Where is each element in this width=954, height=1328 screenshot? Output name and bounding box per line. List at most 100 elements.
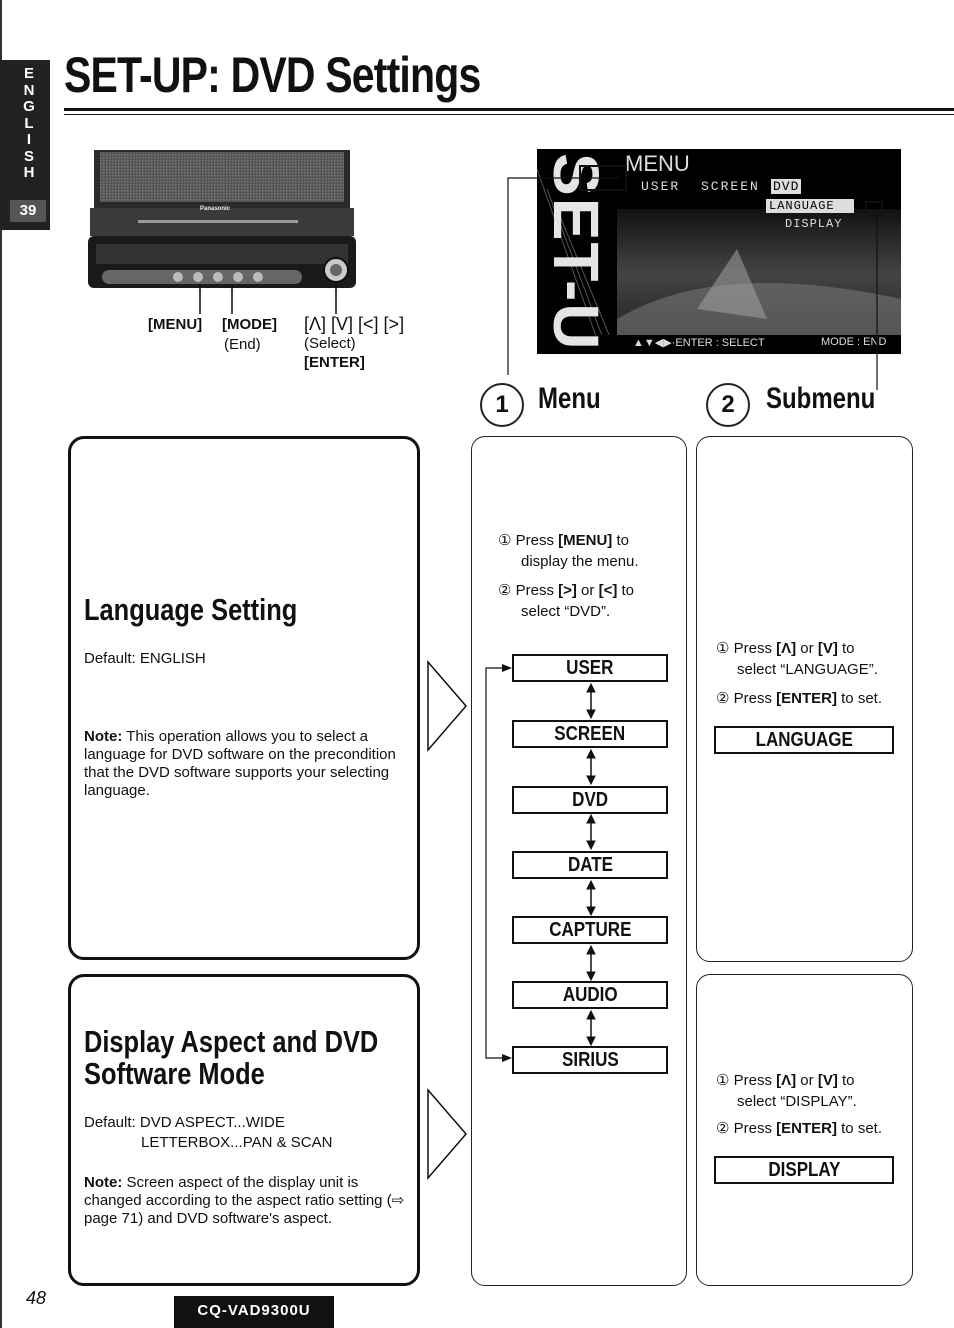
submenu-heading: Submenu (766, 382, 876, 415)
submenu-item-label: LANGUAGE (755, 729, 853, 751)
note-label: Note: (84, 728, 123, 745)
screen-menu-title: MENU (625, 151, 690, 176)
screen-tab-user: USER (641, 179, 681, 194)
mode-key-sublabel: (End) (224, 336, 261, 353)
tab-letter: H (23, 164, 35, 181)
step-text: display the menu. (521, 553, 639, 570)
step-text: to (837, 1072, 855, 1089)
submenu-display-step-2: ② Press [ENTER] to set. (716, 1118, 906, 1139)
step-number: ① (498, 532, 512, 549)
language-note-text: This operation allows you to select a la… (84, 728, 396, 799)
device-button-labels: [MENU] [MODE] (End) [Λ] [V] [<] [>] (Sel… (148, 314, 448, 374)
step-text: or (796, 1072, 818, 1089)
menu-item-label: CAPTURE (548, 919, 632, 941)
tab-letter: S (23, 147, 34, 165)
menu-item-user: USER (512, 654, 668, 682)
step-1-badge: 1 (480, 383, 524, 427)
submenu-item-display: DISPLAY (714, 1156, 894, 1184)
tab-letter: I (26, 131, 32, 148)
up-key: [Λ] (776, 1072, 797, 1089)
note-label: Note: (84, 1174, 123, 1191)
menu-item-label: USER (566, 657, 614, 679)
step-2-badge: 2 (706, 383, 750, 427)
menu-item-audio: AUDIO (512, 981, 668, 1009)
screen-tab-screen: SCREEN (701, 179, 760, 194)
screen-submenu-display: DISPLAY (785, 217, 843, 231)
menu-heading: Menu (538, 382, 601, 415)
menu-item-dvd: DVD (512, 786, 668, 814)
section-number: 39 (10, 200, 46, 222)
step-text: or (576, 582, 599, 599)
step-text: Press (733, 640, 777, 657)
menu-loop-bracket (485, 664, 512, 1062)
menu-item-label: SCREEN (554, 723, 626, 745)
down-key: [V] (817, 640, 838, 657)
submenu-item-label: DISPLAY (767, 1159, 841, 1181)
step-text: Press (515, 582, 559, 599)
submenu-item-language: LANGUAGE (714, 726, 894, 754)
title-rule (64, 108, 954, 111)
down-key: [V] (817, 1072, 838, 1089)
select-keys-label: [Λ] [V] [<] [>] (304, 314, 405, 334)
screen-tab-dvd: DVD (771, 179, 802, 194)
language-tab-letters: E N G L I S H (12, 65, 46, 182)
menu-step-2: ② Press [>] or [<] to select “DVD”. (498, 580, 678, 622)
step-number: ① (716, 1072, 730, 1089)
menu-step-1: ① Press [MENU] to display the menu. (498, 530, 678, 572)
model-badge: CQ-VAD9300U (174, 1296, 334, 1328)
menu-item-date: DATE (512, 851, 668, 879)
menu-item-label: DVD (572, 789, 608, 811)
menu-screen-image: SET-UP MENU USER SCREEN DVD LANGUAGE DIS… (537, 149, 901, 354)
display-note: Note: Screen aspect of the display unit … (84, 1174, 409, 1228)
pointer-arrow-language (427, 660, 467, 752)
menu-item-label: AUDIO (562, 984, 618, 1006)
tab-letter: N (23, 81, 35, 99)
display-aspect-heading-line2: Software Mode (84, 1056, 265, 1091)
step-text: Press (733, 690, 777, 707)
menu-item-capture: CAPTURE (512, 916, 668, 944)
step-text: to (617, 582, 635, 599)
step-text: select “DISPLAY”. (737, 1093, 857, 1110)
screen-footer-select: ▲▼◀▶·ENTER : SELECT (633, 337, 765, 349)
screen-submenu-language: LANGUAGE (769, 199, 835, 213)
device-leader-lines (199, 290, 337, 314)
menu-updown-arrows (586, 682, 596, 1047)
display-note-text: Screen aspect of the display unit is cha… (84, 1174, 405, 1227)
submenu-display-panel (696, 974, 913, 1286)
tab-letter: E (23, 65, 34, 82)
updown-arrow-icon (586, 682, 596, 1047)
step-text: Press (515, 532, 559, 549)
step-text: to (612, 532, 629, 549)
screen-background (537, 168, 901, 354)
menu-item-label: DATE (567, 854, 613, 876)
display-default-line2: LETTERBOX...PAN & SCAN (141, 1134, 333, 1151)
step-number: ② (498, 582, 512, 599)
page-number: 48 (26, 1288, 47, 1308)
enter-key-label: [ENTER] (304, 354, 365, 371)
step-text: Press (733, 1120, 777, 1137)
language-note: Note: This operation allows you to selec… (84, 728, 414, 800)
step-text: Press (733, 1072, 777, 1089)
language-setting-panel (68, 436, 420, 960)
menu-key-label: [MENU] (148, 316, 203, 333)
display-default-line1: Default: DVD ASPECT...WIDE (84, 1114, 285, 1131)
enter-key: [ENTER] (776, 690, 837, 707)
language-default: Default: ENGLISH (84, 650, 206, 667)
tab-letter: G (23, 98, 35, 115)
title-rule-thin (64, 114, 954, 115)
step-text: or (796, 640, 818, 657)
screen-callout-lines (507, 165, 883, 390)
step-text: select “LANGUAGE”. (737, 661, 878, 678)
submenu-language-step-1: ① Press [Λ] or [V] to select “LANGUAGE”. (716, 638, 906, 680)
submenu-language-panel (696, 436, 913, 962)
pointer-arrow-display (427, 1088, 467, 1180)
step-text: select “DVD”. (521, 603, 611, 620)
step-number: ② (716, 690, 730, 707)
select-keys-sublabel: (Select) (304, 335, 356, 352)
device-brand: Panasonic (200, 206, 231, 212)
display-aspect-heading-line1: Display Aspect and DVD (84, 1024, 379, 1059)
step-number: ② (716, 1120, 730, 1137)
margin-rule (0, 0, 2, 1328)
page-title: SET-UP: DVD Settings (64, 47, 481, 103)
right-key: [>] (558, 582, 577, 599)
